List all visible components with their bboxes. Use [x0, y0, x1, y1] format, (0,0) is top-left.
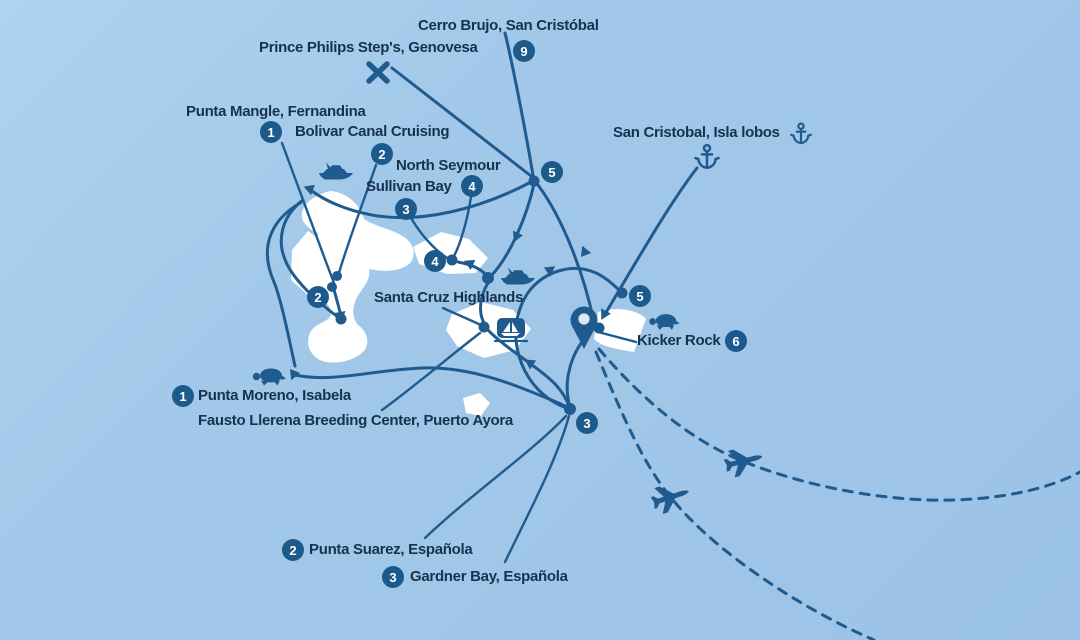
label-sullivan-bay[interactable]: Sullivan Bay	[366, 178, 452, 195]
route-yacht-to-highlands	[479, 281, 490, 325]
marker-gardner-bay[interactable]: 3	[382, 566, 404, 588]
tortoise-icon-east	[649, 314, 680, 330]
flight-paths	[594, 347, 1080, 640]
label-san-cristobal[interactable]: San Cristobal, Isla lobos	[613, 124, 780, 141]
marker-punta-suarez[interactable]: 2	[282, 539, 304, 561]
connector-gardner	[503, 414, 571, 564]
sailboat-badge-icon	[493, 318, 529, 343]
connector-santa-cruz-label	[441, 306, 483, 327]
island-isabela	[299, 191, 414, 363]
anchor-icon-large	[694, 143, 720, 170]
x-marker-icon	[366, 61, 390, 84]
route-sweep-west	[310, 180, 533, 220]
marker-punta-moreno[interactable]: 1	[172, 385, 194, 407]
label-cerro-brujo[interactable]: Cerro Brujo, San Cristóbal	[418, 17, 599, 34]
connector-mangle	[280, 141, 336, 285]
connector-fausto	[380, 331, 482, 412]
node-north-junction	[528, 175, 540, 187]
label-north-seymour[interactable]: North Seymour	[396, 157, 501, 174]
label-kicker-rock[interactable]: Kicker Rock	[637, 332, 721, 349]
yacht-icon-north	[319, 162, 353, 180]
marker-north-seymour[interactable]: 4	[461, 175, 483, 197]
marker-santiago-stop[interactable]: 4	[424, 250, 446, 272]
marker-day5-east[interactable]: 5	[629, 285, 651, 307]
flight-path-lower	[594, 350, 876, 640]
label-santa-cruz[interactable]: Santa Cruz Highlands	[374, 289, 524, 306]
route-pin-to-junction	[536, 183, 596, 324]
marker-day5-north[interactable]: 5	[541, 161, 563, 183]
tortoise-icon-west	[252, 368, 286, 386]
connector-north-seymour	[452, 195, 473, 258]
label-gardner-bay[interactable]: Gardner Bay, Española	[410, 568, 568, 585]
connector-kicker	[596, 330, 638, 344]
node-santa-cruz	[478, 321, 490, 333]
anchor-icon-small	[790, 122, 812, 145]
connector-sullivan	[409, 216, 451, 261]
route-highlands-to-east	[486, 328, 571, 408]
node-day5-east	[616, 287, 628, 299]
node-yacht-stop	[482, 272, 494, 284]
route-prince-to-junction	[390, 66, 533, 178]
marker-east-stop[interactable]: 3	[576, 412, 598, 434]
connector-bolivar	[337, 163, 378, 275]
marker-sullivan-bay[interactable]: 3	[395, 198, 417, 220]
map-icons	[252, 61, 812, 516]
label-punta-suarez[interactable]: Punta Suarez, Española	[309, 541, 473, 558]
node-east	[564, 403, 576, 415]
island-small-south	[463, 393, 490, 416]
yacht-icon-center	[501, 267, 535, 285]
route-anchor-to-pin	[602, 166, 699, 318]
label-prince-philips[interactable]: Prince Philips Step's, Genovesa	[259, 39, 478, 56]
marker-bolivar-canal[interactable]: 2	[371, 143, 393, 165]
label-punta-mangle[interactable]: Punta Mangle, Fernandina	[186, 103, 366, 120]
route-arc-outer-to-east	[265, 201, 302, 368]
label-punta-moreno[interactable]: Punta Moreno, Isabela	[198, 387, 351, 404]
node-isabela-c	[335, 313, 347, 325]
marker-isabela-stop[interactable]: 2	[307, 286, 329, 308]
connector-suarez	[423, 414, 568, 540]
label-bolivar-canal[interactable]: Bolivar Canal Cruising	[295, 123, 450, 140]
arrow-pin-to-junction	[577, 243, 592, 258]
location-pin-icon	[570, 306, 598, 349]
flight-path-upper	[597, 347, 1080, 502]
node-isabela-a	[332, 271, 342, 281]
route-cerro-pointer	[503, 31, 535, 177]
marker-punta-mangle[interactable]: 1	[260, 121, 282, 143]
plane-icon-lower	[648, 478, 694, 516]
marker-cerro-brujo[interactable]: 9	[513, 40, 535, 62]
route-east-loop	[514, 267, 622, 410]
route-lines	[265, 31, 699, 564]
label-fausto-llerena[interactable]: Fausto Llerena Breeding Center, Puerto A…	[198, 412, 513, 429]
route-east-to-pin	[565, 331, 592, 409]
arrow-to-yacht	[508, 230, 523, 245]
marker-kicker-rock[interactable]: 6	[725, 330, 747, 352]
node-santiago	[446, 254, 458, 266]
arrow-east-loop	[543, 261, 559, 277]
plane-icon-upper	[721, 443, 766, 479]
node-isabela-b	[327, 282, 337, 292]
